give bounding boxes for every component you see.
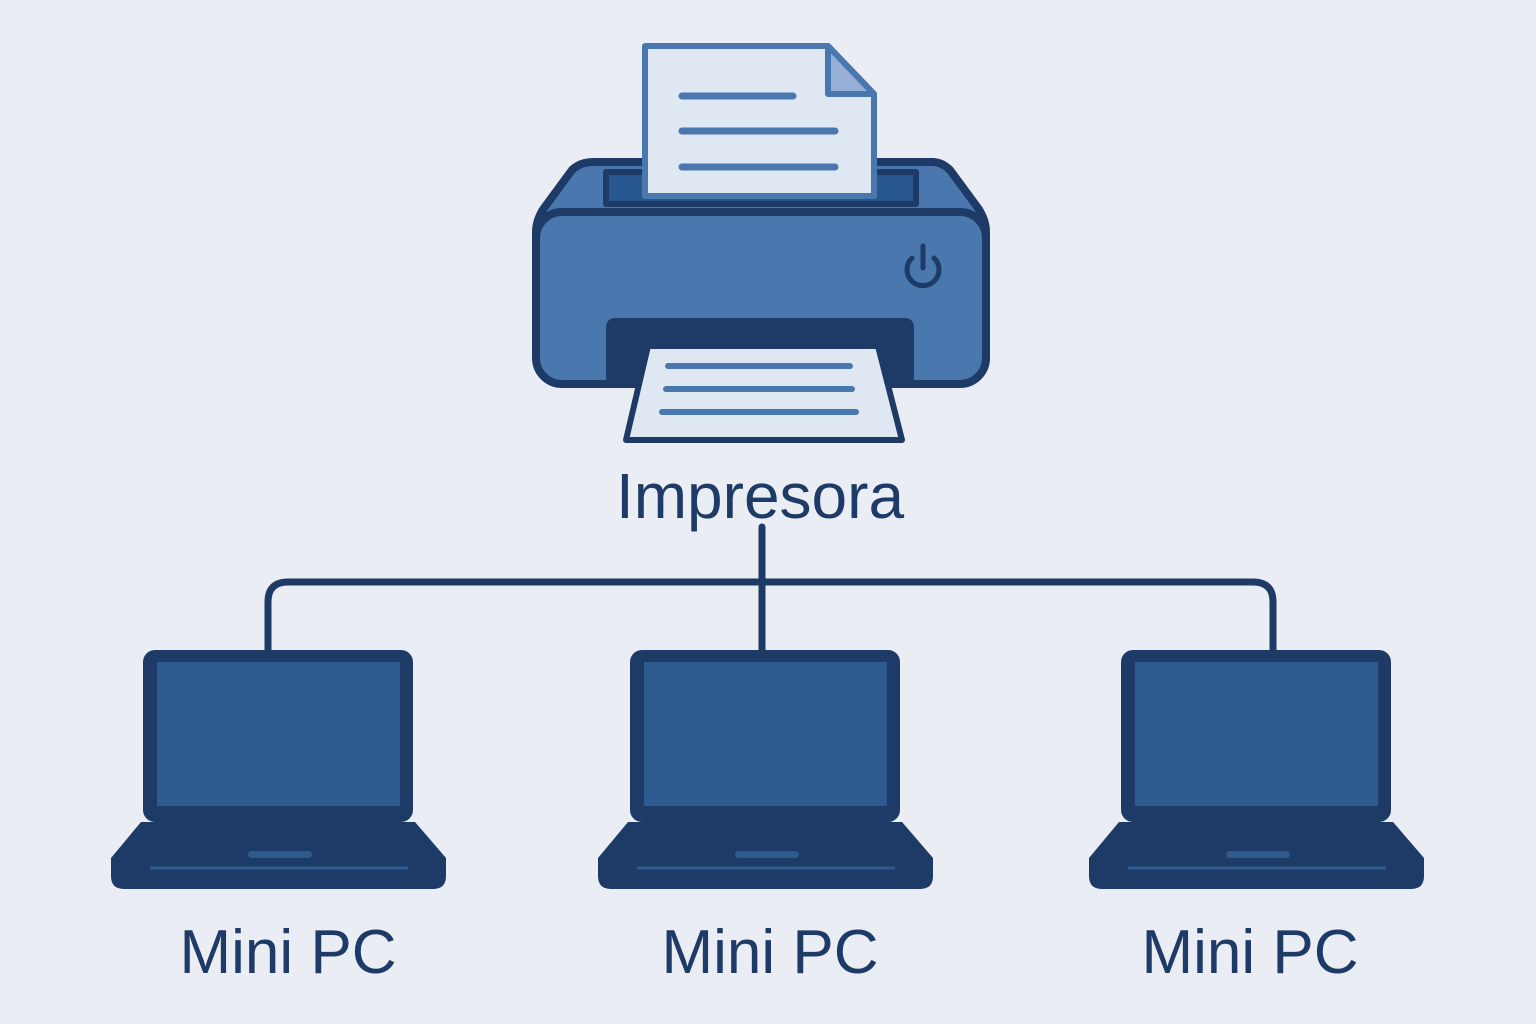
laptop-icon xyxy=(1089,650,1424,889)
laptop-icon xyxy=(598,650,933,889)
connectors xyxy=(264,523,1277,654)
laptop-icon xyxy=(111,650,446,889)
computer-label: Mini PC xyxy=(1141,918,1359,987)
power-icon xyxy=(904,243,942,289)
printer-label: Impresora xyxy=(615,460,905,532)
paper-out-icon xyxy=(623,343,905,443)
paper-in-icon xyxy=(642,43,877,199)
connector-bus xyxy=(264,578,1277,654)
computer-label: Mini PC xyxy=(661,918,879,987)
printer-icon xyxy=(532,43,990,443)
computer-label: Mini PC xyxy=(179,918,397,987)
